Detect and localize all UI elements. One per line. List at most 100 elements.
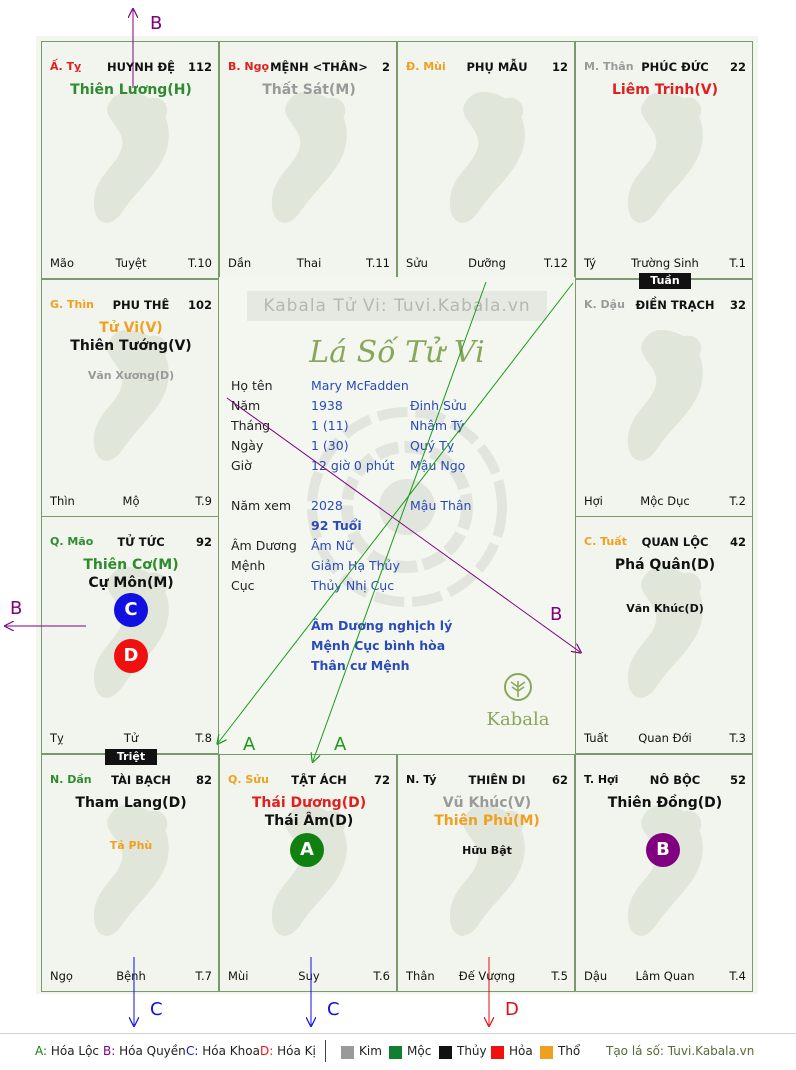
palace-month: T.10 [188,256,212,270]
info-note: Thân cư Mệnh [311,658,410,673]
palace-stage: Tuyệt [115,256,147,270]
info-value-can-chi: Đinh Sửu [410,398,467,413]
palace-name: PHÚC ĐỨC [641,60,709,74]
major-star: Thiên Phủ(M) [434,813,540,829]
palace-month: T.3 [729,731,746,745]
info-label: Năm [231,398,261,413]
palace-number: 62 [551,773,568,787]
kabala-logo-icon: Kabala [487,673,550,730]
palace-number: 102 [187,298,212,312]
info-value: Thủy Nhị Cục [311,578,395,593]
info-value-can-chi: Quý Tỵ [410,438,455,453]
triet-badge: Triệt [105,749,157,765]
palace-branch-bottom: Mão [50,256,75,270]
palace-branch-bottom: Dần [228,256,252,270]
palace-number: 82 [195,773,212,787]
palace-branch-bottom: Thân [406,969,435,983]
palace-stage: Lâm Quan [635,969,695,983]
palace-name: NÔ BỘC [649,773,701,787]
minor-star: Hữu Bật [462,844,512,857]
legend-text: Hóa Khoa [198,1044,260,1058]
palace-month: T.11 [366,256,390,270]
palace-stem-branch: N. Dần [50,773,92,786]
palace-number: 12 [551,60,568,74]
palace-name: TỬ TỨC [117,535,165,549]
palace-month: T.12 [544,256,568,270]
legend-swatch [439,1046,452,1059]
major-star: Thái Dương(D) [251,795,367,811]
palace-stem-branch: G. Thìn [50,298,94,311]
info-value: 12 giờ 0 phút [311,458,395,473]
palace-stage: Mộc Dục [640,494,690,508]
palace-month: T.7 [195,969,212,983]
palace-month: T.8 [195,731,212,745]
major-star: Thất Sát(M) [262,82,356,98]
palace-branch-bottom: Sửu [406,256,428,270]
info-value-can-chi: Nhâm Tý [410,418,465,433]
label-b-left: B [10,598,22,619]
palace-number: 72 [373,773,390,787]
minor-star: Tả Phù [109,839,153,852]
palace-branch-bottom: Dậu [584,969,608,983]
credit-text: Tạo lá số: Tuvi.Kabala.vn [606,1044,755,1058]
legend-element: Thổ [558,1044,581,1058]
palace-stage: Mộ [122,494,140,508]
palace-stem-branch: Đ. Mùi [406,60,446,73]
legend-transform-3: D: Hóa Kị [260,1044,316,1058]
palace-month: T.6 [373,969,390,983]
snake-watermark-icon [93,92,169,223]
palace-month: T.9 [195,494,212,508]
info-value: 2028 [311,498,343,513]
horse-watermark-icon [271,92,347,223]
info-value: 1 (30) [311,438,349,453]
palace-branch-bottom: Tý [584,256,597,270]
major-star: Tham Lang(D) [75,795,187,811]
palace-month: T.1 [729,256,746,270]
major-star: Phá Quân(D) [614,557,716,573]
major-star: Cự Môn(M) [88,575,174,591]
palace-branch-bottom: Tỵ [50,731,64,745]
palace-branch-bottom: Hợi [584,494,603,508]
info-value: Âm Nữ [311,538,353,553]
palace-number: 52 [729,773,746,787]
info-label: Giờ [231,458,252,473]
legend-element: Mộc [407,1044,432,1058]
palace-stem-branch: B. Ngọ [228,60,270,73]
tuan-badge: Tuần [639,273,691,289]
major-star: Thiên Đồng(D) [607,795,723,811]
tiger-watermark-icon [93,805,169,936]
legend-text: Hóa Lộc [47,1044,100,1058]
label-d-bottom: D [505,999,519,1020]
legend-swatch [491,1046,504,1059]
label-c-right: C [327,999,340,1020]
legend-separator [325,1040,326,1062]
ox-watermark-icon [271,805,347,936]
palace-number: 2 [381,60,390,74]
legend-transform-0: A: Hóa Lộc [35,1044,99,1058]
palace-number: 32 [729,298,746,312]
major-star: Thiên Lương(H) [70,82,192,98]
palace-stem-branch: N. Tý [406,773,437,786]
palace-stage: Đế Vượng [458,969,516,983]
info-value: 92 Tuổi [311,518,362,533]
major-star: Vũ Khúc(V) [442,795,532,811]
palace-month: T.4 [729,969,746,983]
marker-a-hoa-loc: A [290,833,324,867]
label-b-top: B [150,13,162,34]
legend-swatch [341,1046,354,1059]
palace-name: HUYNH ĐỆ [106,60,176,74]
legend-text: Hóa Kị [273,1044,316,1058]
palace-stage: Quan Đới [638,731,692,745]
